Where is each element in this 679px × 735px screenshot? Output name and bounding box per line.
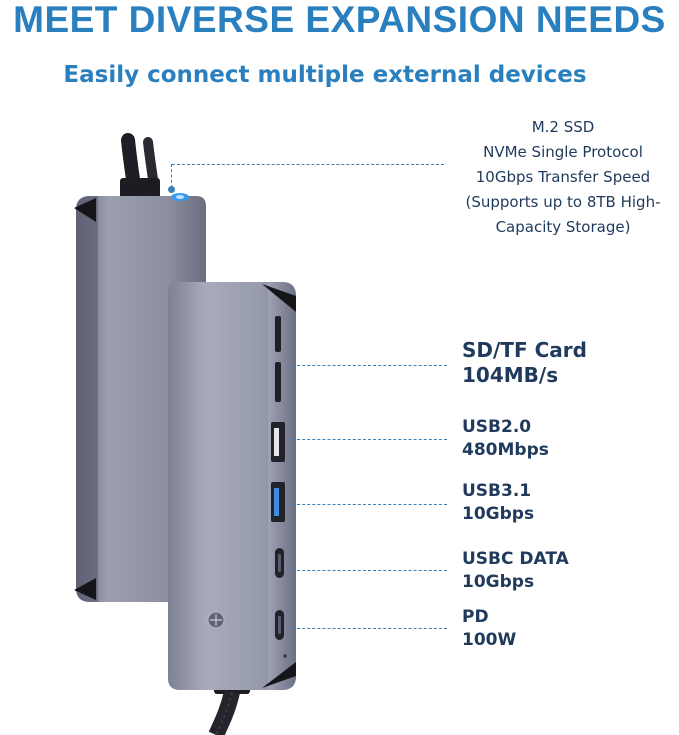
port-name: SD/TF Card — [462, 338, 587, 362]
ssd-callout-line-5: Capacity Storage) — [495, 218, 631, 236]
port-spec: 480Mbps — [462, 440, 549, 460]
port-spec: 100W — [462, 630, 517, 650]
port-name: USB3.1 — [462, 481, 532, 501]
port-label-usb3: USB3.1 10Gbps — [462, 480, 534, 526]
port-label-pd: PD 100W — [462, 606, 516, 652]
ssd-callout-line-vertical — [171, 164, 172, 188]
sd-callout-line — [292, 365, 447, 366]
top-cable — [120, 133, 160, 198]
usbc-data-callout-line — [292, 570, 447, 571]
usb2-callout-line — [292, 439, 447, 440]
usbc-pd-port — [275, 610, 284, 640]
ssd-callout-line-4: (Supports up to 8TB High- — [465, 193, 661, 211]
port-label-usb2: USB2.0 480Mbps — [462, 416, 549, 462]
port-label-usbc-data: USBC DATA 10Gbps — [462, 548, 569, 594]
usb3-callout-line — [292, 504, 447, 505]
usb3-port — [271, 482, 285, 522]
usb2-port — [271, 422, 285, 462]
port-name: USB2.0 — [462, 417, 532, 437]
port-name: USBC DATA — [462, 549, 569, 569]
pd-callout-line — [292, 628, 447, 629]
port-spec: 10Gbps — [462, 504, 535, 524]
port-name: PD — [462, 607, 489, 627]
ssd-callout-line-2: NVMe Single Protocol — [483, 143, 643, 161]
ssd-callout-line-1: M.2 SSD — [531, 118, 595, 136]
headline: MEET DIVERSE EXPANSION NEEDS — [13, 0, 666, 40]
ssd-callout-line-horizontal — [172, 164, 444, 165]
ssd-callout-line-3: 10Gbps Transfer Speed — [475, 168, 651, 186]
port-spec: 10Gbps — [462, 572, 535, 592]
sd-card-slot — [275, 316, 281, 402]
port-spec: 104MB/s — [462, 363, 559, 387]
ssd-callout: M.2 SSD NVMe Single Protocol 10Gbps Tran… — [448, 115, 678, 240]
usbc-data-port — [275, 548, 284, 578]
subheadline: Easily connect multiple external devices — [63, 62, 587, 88]
ssd-callout-dot — [168, 186, 175, 193]
port-label-sd-tf: SD/TF Card 104MB/s — [462, 338, 587, 388]
